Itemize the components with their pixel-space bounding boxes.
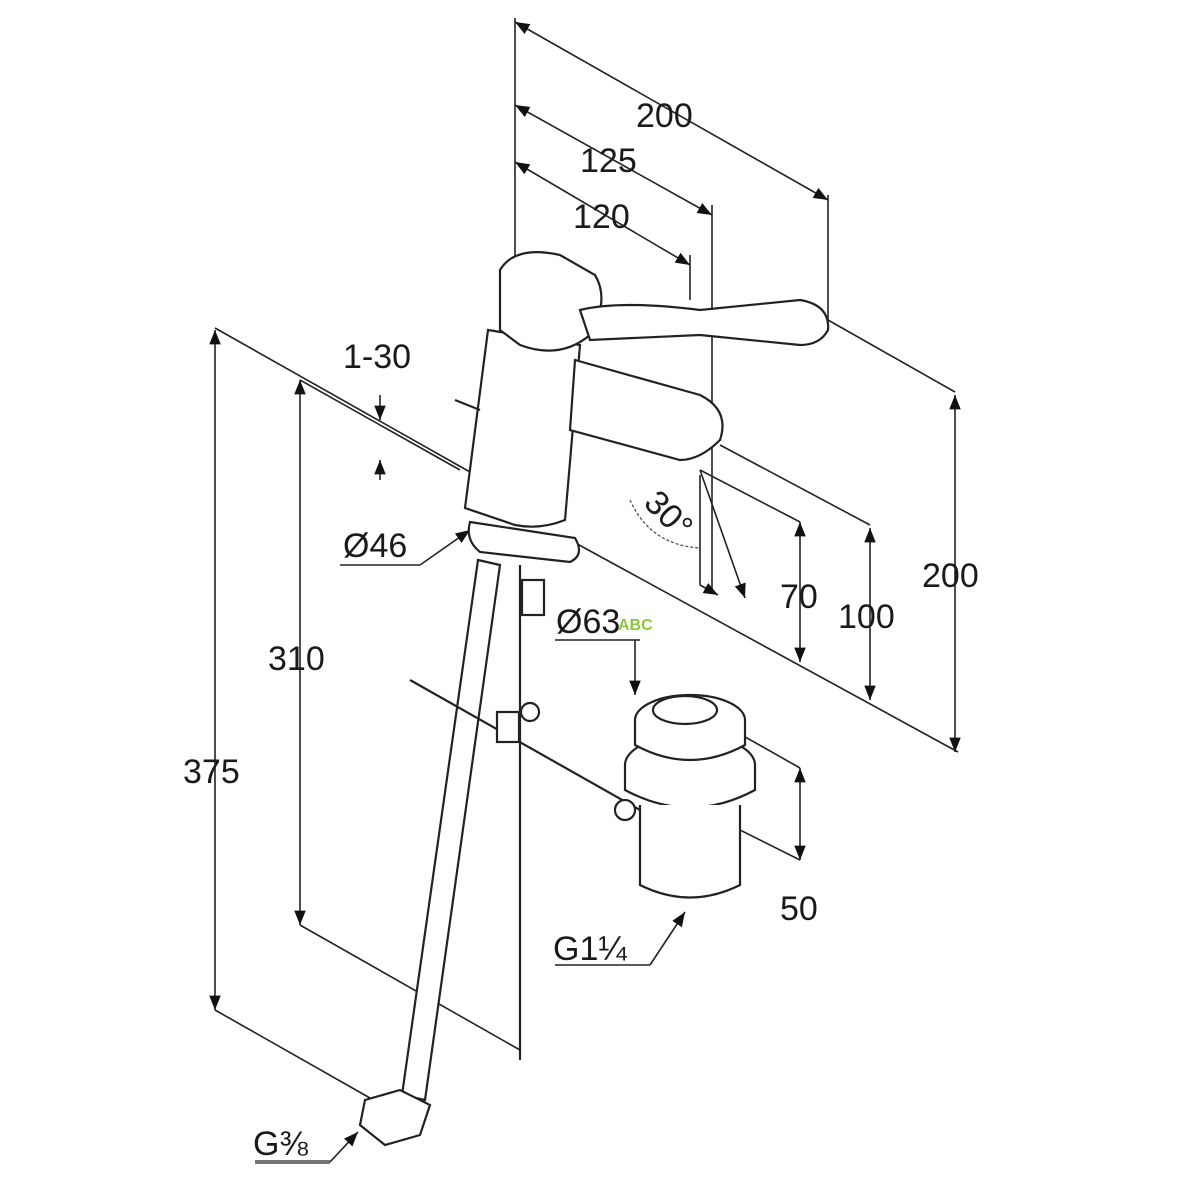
dim-lift-rod: 1-30: [343, 338, 411, 376]
dim-base-diameter: Ø46: [343, 527, 407, 565]
dim-spout-height-total: 100: [838, 598, 895, 636]
faucet: [358, 251, 830, 1147]
dim-top-spout: 125: [580, 142, 637, 180]
dim-waste-diameter: Ø63: [556, 603, 620, 641]
dim-right-overall: 200: [922, 557, 979, 595]
waste-valve: [613, 693, 757, 899]
dim-waste-thread: G1¼: [553, 930, 627, 968]
dim-top-spout-inner: 120: [573, 198, 630, 236]
dim-angle: 30°: [637, 483, 700, 546]
dimension-lines: [209, 18, 961, 1164]
dim-hose-length: 310: [268, 640, 325, 678]
dim-supply-thread: G⅜: [253, 1125, 308, 1163]
dim-top-overall: 200: [636, 97, 693, 135]
dim-waste-height: 50: [780, 890, 818, 928]
dim-overall-height: 375: [183, 753, 240, 791]
dimension-labels: 200 125 120 1-30 Ø46 30° 70 100 200 Ø63 …: [183, 97, 979, 1163]
dim-spout-height: 70: [780, 578, 818, 616]
waste-tag: ABC: [618, 617, 653, 634]
